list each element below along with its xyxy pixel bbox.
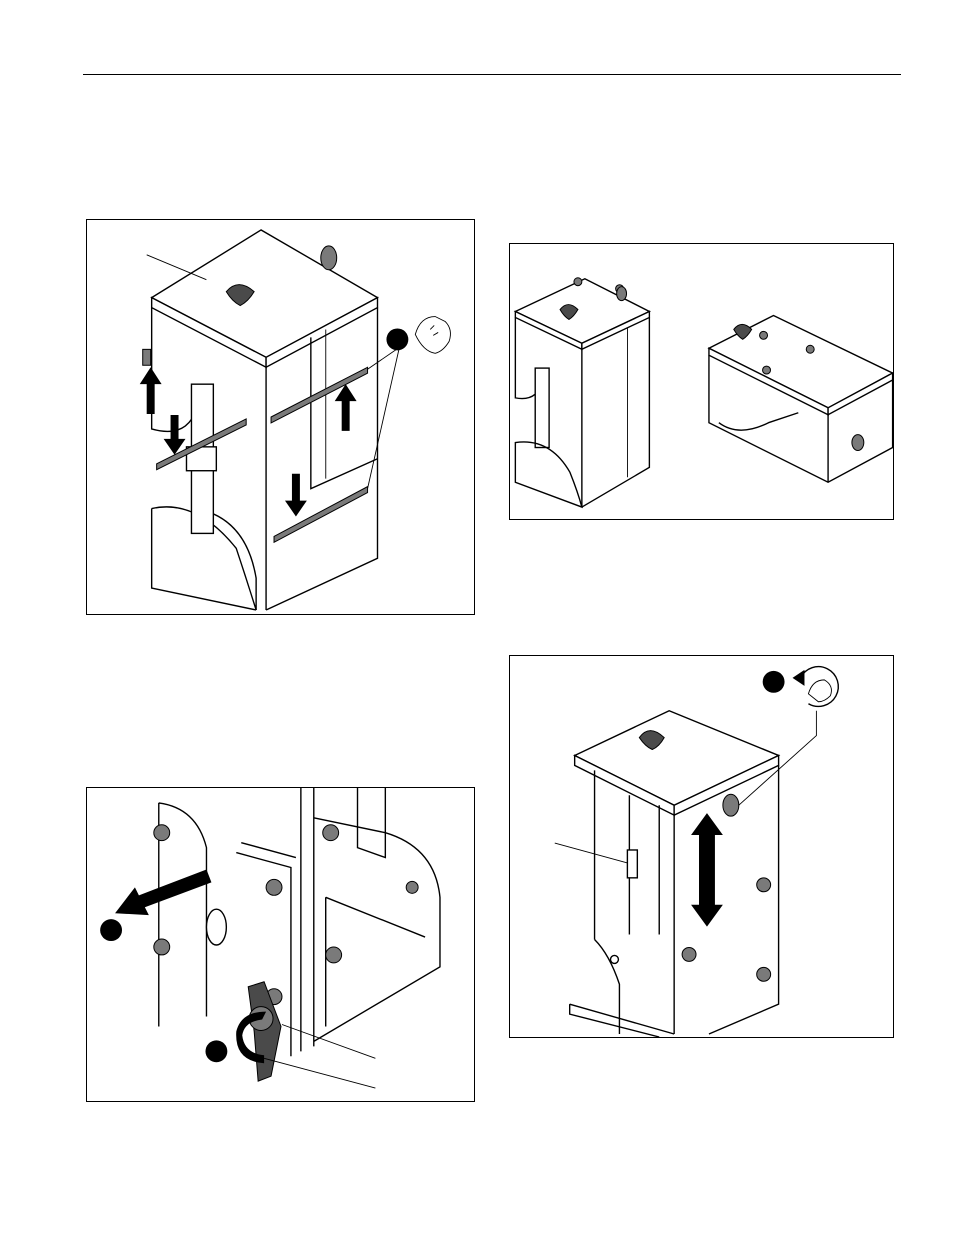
- slide-double-arrow-icon: [691, 813, 723, 926]
- slide-adjust-illustration: [510, 656, 893, 1037]
- figure-knob-loosen-slide: [509, 655, 894, 1038]
- up-arrow-icon: [335, 384, 357, 431]
- figure-rails-insertion: [86, 219, 475, 615]
- up-arrow-icon: [140, 367, 162, 414]
- mount-bracket-illustration: [87, 220, 474, 614]
- down-arrow-icon: [285, 474, 307, 517]
- pull-arrow-icon: [115, 869, 211, 915]
- hand-rotate-icon: [793, 667, 839, 707]
- callout-marker: [386, 328, 408, 350]
- knob-removal-illustration: [87, 788, 474, 1101]
- hand-push-icon: [415, 317, 450, 354]
- figure-knob-removal: [86, 787, 475, 1102]
- callout-marker: [100, 919, 122, 941]
- orientation-illustration: [510, 244, 893, 519]
- figure-two-orientations: [509, 243, 894, 520]
- callout-marker: [763, 671, 785, 693]
- header-rule: [83, 74, 901, 75]
- callout-marker: [205, 1040, 227, 1062]
- down-arrow-icon: [164, 415, 186, 455]
